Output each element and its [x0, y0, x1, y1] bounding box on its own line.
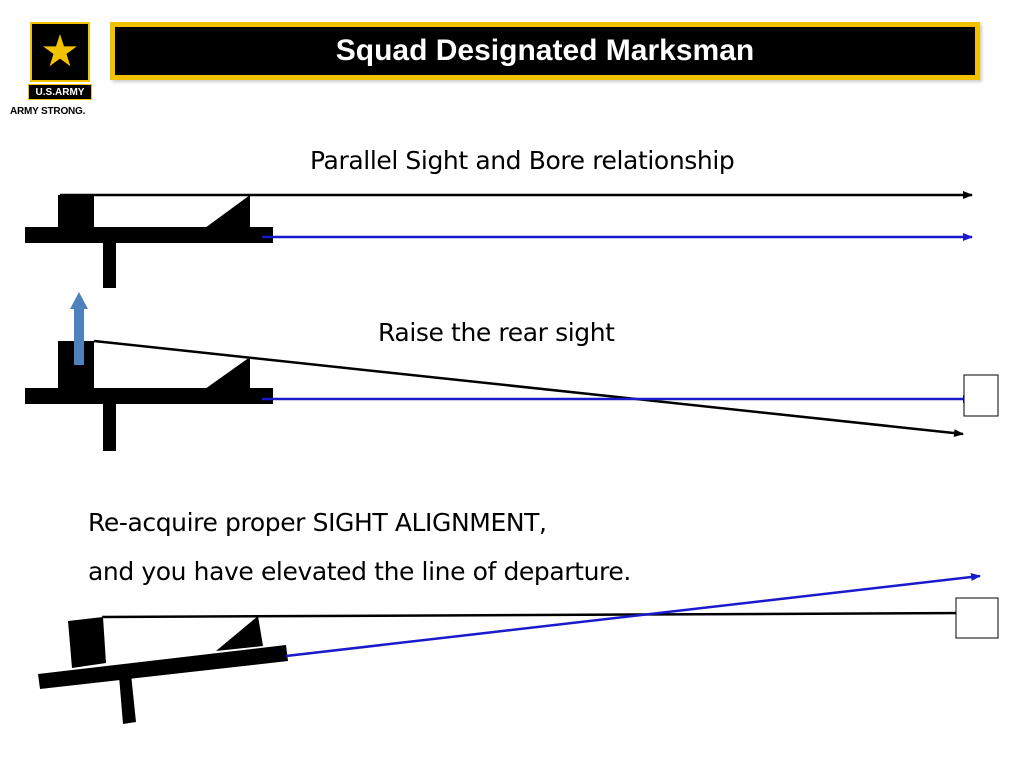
rifle-silhouette [25, 195, 273, 288]
logo-tagline: ARMY STRONG. [10, 106, 86, 117]
panel-parallel [25, 191, 973, 288]
army-logo: ★ U.S.ARMY ARMY STRONG. [8, 22, 108, 122]
caption-reacquire-line-2: and you have elevated the line of depart… [88, 557, 631, 586]
sight-line [101, 609, 971, 619]
panel-reacquire-alignment [38, 573, 999, 724]
target-box [963, 374, 999, 417]
rifle-silhouette-tilted [38, 616, 288, 724]
sight-line [93, 339, 964, 438]
caption-parallel: Parallel Sight and Bore relationship [310, 146, 735, 175]
target-box [955, 597, 999, 639]
logo-star-box: ★ [30, 22, 90, 82]
bore-line [285, 573, 981, 658]
rifle-silhouette [25, 341, 273, 451]
page-title: Squad Designated Marksman [110, 22, 980, 80]
logo-plate: U.S.ARMY [28, 84, 92, 100]
caption-reacquire-line-1: Re-acquire proper SIGHT ALIGNMENT, [88, 508, 547, 537]
caption-raise-rear-sight: Raise the rear sight [378, 318, 615, 347]
raise-arrow-icon [70, 292, 88, 365]
panel-raise-rear-sight [25, 292, 999, 451]
star-icon: ★ [40, 26, 80, 77]
